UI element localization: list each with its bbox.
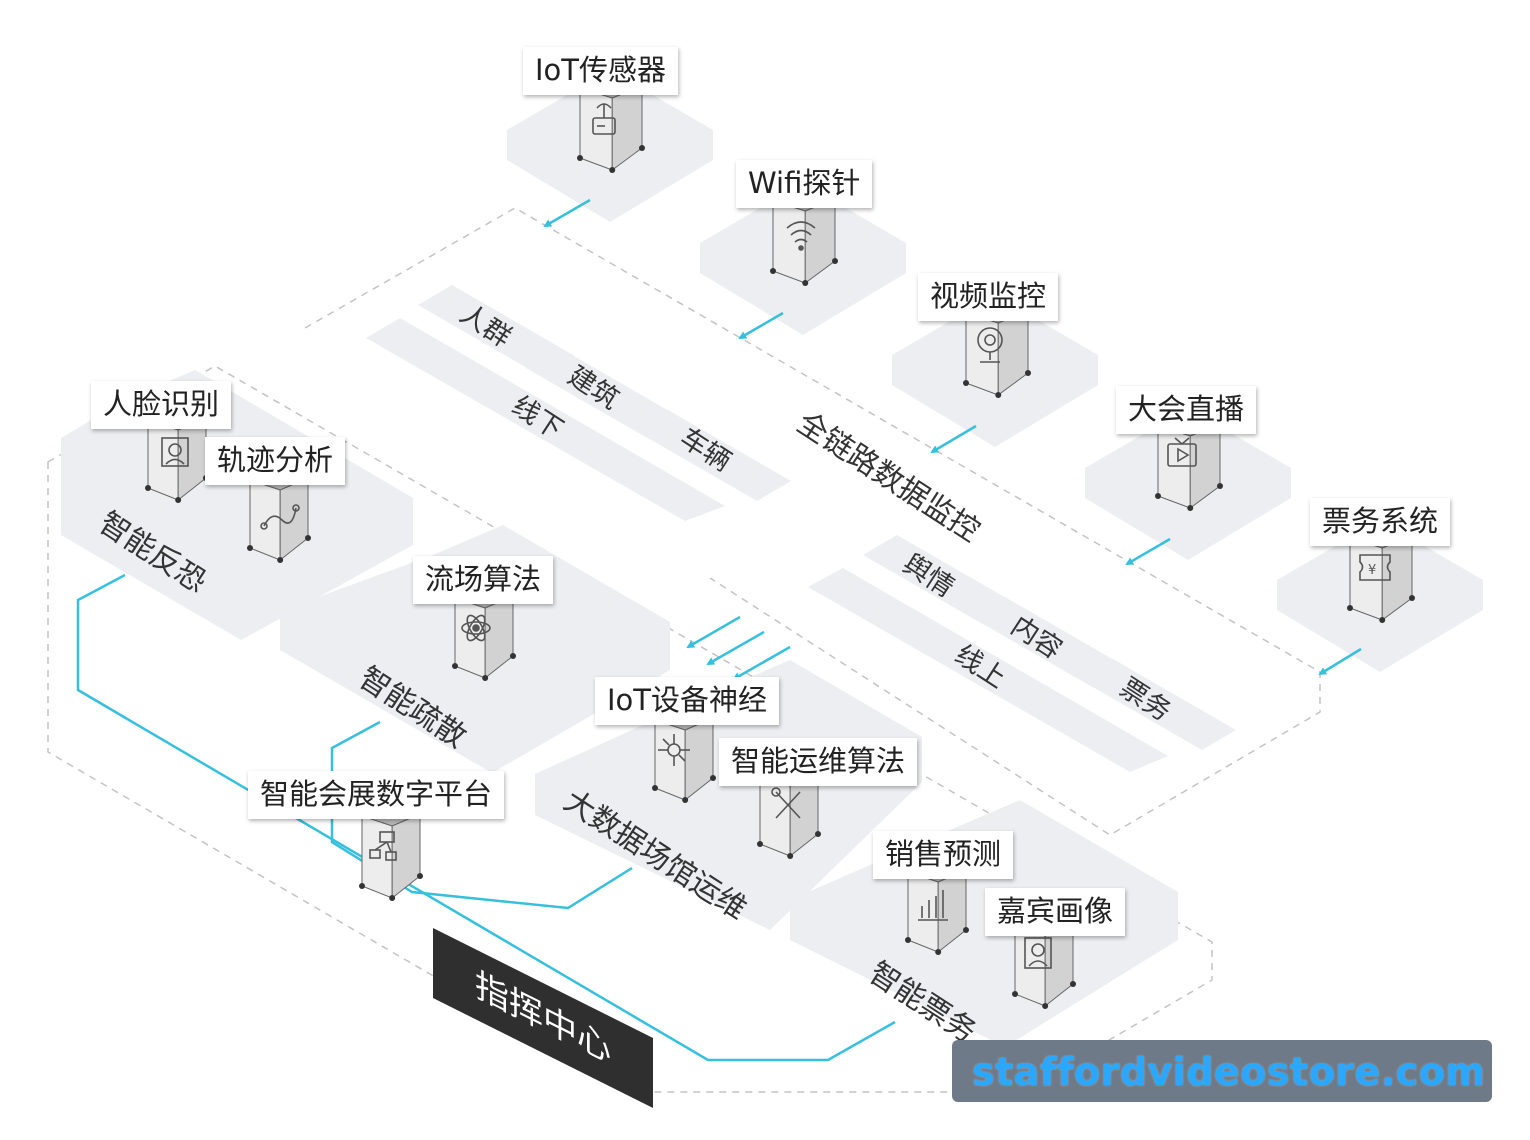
- platform-label: 智能会展数字平台: [248, 771, 505, 819]
- wifi-icon: [786, 221, 816, 251]
- ticket-icon: ¥: [1359, 554, 1391, 581]
- chip-network-icon: [658, 734, 690, 766]
- label-ticketing-system: 票务系统: [1310, 498, 1451, 546]
- label-live-stream: 大会直播: [1116, 386, 1257, 434]
- tools-icon: [771, 787, 801, 819]
- trajectory-icon: [260, 504, 300, 530]
- dashed-outlines: [47, 207, 1321, 1093]
- guest-profile-icon: [1024, 937, 1052, 969]
- svg-text:¥: ¥: [1368, 563, 1376, 578]
- bar-chart-icon: [918, 890, 948, 921]
- app-label-face-recognition: 人脸识别: [91, 381, 232, 429]
- atom-icon: [461, 614, 491, 642]
- app-label-sales-forecast: 销售预测: [873, 831, 1014, 879]
- face-recognition-icon: [161, 437, 189, 467]
- watermark-text: staffordvideostore.com: [972, 1050, 1486, 1094]
- platform-chart-icon: [369, 831, 397, 861]
- label-iot-sensor: IoT传感器: [523, 47, 679, 95]
- app-label-iot-device-nerve: IoT设备神经: [595, 677, 780, 725]
- app-label-trajectory-analysis: 轨迹分析: [205, 437, 346, 485]
- router-icon: [592, 103, 616, 135]
- label-wifi-probe: Wifi探针: [736, 160, 873, 208]
- label-video-surveillance: 视频监控: [918, 273, 1059, 321]
- app-label-flow-field-algorithm: 流场算法: [413, 556, 554, 604]
- arrow-connectors: [543, 198, 1362, 681]
- device-icons: ¥: [161, 103, 1391, 969]
- app-label-guest-profile: 嘉宾画像: [985, 888, 1126, 936]
- monitoring-strips: [366, 285, 1236, 772]
- watermark-banner: staffordvideostore.com: [952, 1040, 1492, 1102]
- camera-icon: [977, 327, 1003, 363]
- live-tv-icon: [1167, 437, 1197, 467]
- app-label-smart-ops-algorithm: 智能运维算法: [719, 738, 918, 786]
